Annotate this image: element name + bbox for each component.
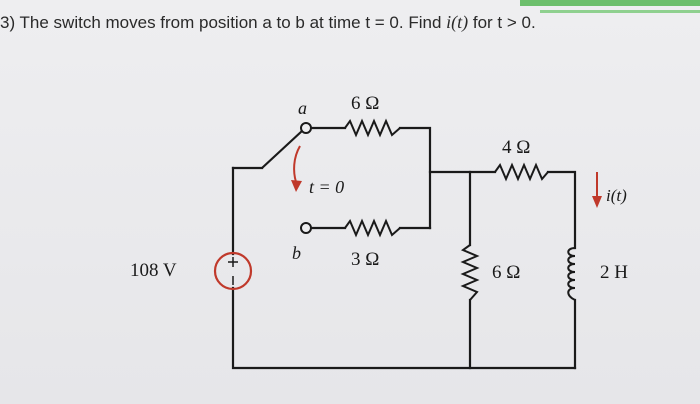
question-prefix: 3) The switch moves from position a to b… xyxy=(0,13,447,32)
switch-arc xyxy=(293,145,301,183)
accent-bar-thin xyxy=(540,10,700,13)
problem-statement: 3) The switch moves from position a to b… xyxy=(0,12,700,33)
terminal-a xyxy=(300,122,312,134)
r-bottom-label: 3 Ω xyxy=(351,249,379,270)
question-function: i(t) xyxy=(446,12,469,32)
current-label: i(t) xyxy=(606,186,627,205)
accent-bar xyxy=(520,0,700,6)
node-b-label: b xyxy=(292,243,301,263)
r-top-label: 6 Ω xyxy=(351,93,379,114)
wire-r4-right xyxy=(546,170,577,250)
wire-r6-right xyxy=(398,126,432,230)
r-shunt-label: 6 Ω xyxy=(492,262,520,283)
resistor-6ohm-top xyxy=(344,118,401,138)
terminal-b xyxy=(300,222,312,234)
wire-left-bottom xyxy=(231,286,577,370)
question-suffix: for t > 0. xyxy=(468,13,536,32)
switch-blade xyxy=(261,130,303,169)
node-a-label: a xyxy=(298,98,307,118)
current-arrow-head xyxy=(592,196,602,208)
voltage-source xyxy=(213,251,253,291)
r-series-label: 4 Ω xyxy=(502,137,530,158)
inductor-2h xyxy=(567,247,576,301)
resistor-6ohm-shunt xyxy=(460,244,480,301)
switch-time-label: t = 0 xyxy=(309,177,344,197)
inductor-label: 2 H xyxy=(600,262,628,283)
source-label: 108 V xyxy=(130,260,177,281)
resistor-4ohm xyxy=(494,162,549,182)
resistor-3ohm xyxy=(344,218,401,238)
switch-arrow-head xyxy=(291,180,302,192)
